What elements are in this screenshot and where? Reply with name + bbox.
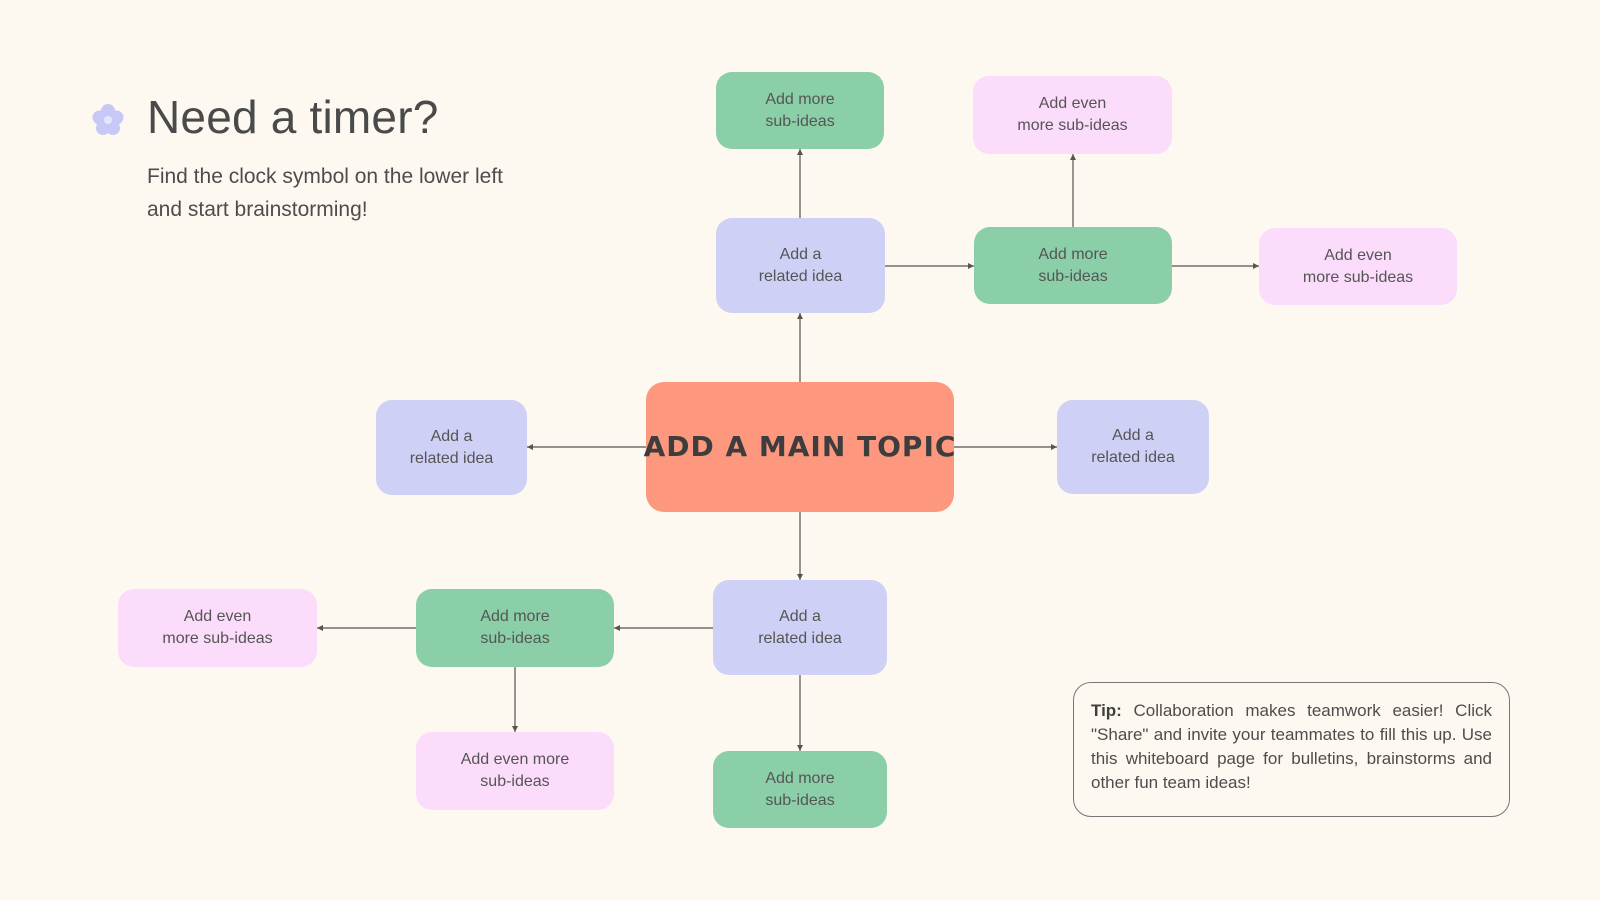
sub-idea-node[interactable]: Add more sub-ideas [713, 751, 887, 828]
node-label: related idea [758, 267, 843, 285]
tip-text: Collaboration makes teamwork easier! Cli… [1091, 701, 1492, 792]
node-label: more sub-ideas [162, 630, 273, 647]
sub-idea-node[interactable]: Add more sub-ideas [974, 227, 1172, 304]
node-label: Add even [183, 608, 252, 625]
tip-label: Tip: [1091, 701, 1122, 720]
node-label: Add more [1038, 245, 1108, 263]
flower-icon [92, 104, 124, 135]
node-label: sub-ideas [1038, 267, 1108, 285]
node-label: Add even [1038, 95, 1107, 112]
node-label: sub-ideas [765, 112, 835, 130]
node-label: Add more [765, 90, 835, 108]
even-more-idea-node[interactable]: Add even more sub-ideas [118, 589, 317, 667]
node-label: Add even [1324, 246, 1392, 264]
even-more-idea-node[interactable]: Add even more sub-ideas [416, 732, 614, 810]
node-label: Add a [430, 427, 473, 445]
node-label: related idea [758, 629, 842, 647]
node-label: Add even more [460, 751, 570, 768]
related-idea-node[interactable]: Add a related idea [1057, 400, 1209, 494]
tip-box: Tip: Collaboration makes teamwork easier… [1073, 682, 1510, 817]
subtitle-line: and start brainstorming! [147, 198, 368, 221]
node-label: sub-ideas [765, 791, 835, 809]
node-label: Add more [480, 608, 550, 625]
node-label: Add a [1112, 427, 1154, 444]
node-label: Add a [779, 607, 821, 625]
related-idea-node[interactable]: Add a related idea [716, 218, 885, 313]
related-idea-node[interactable]: Add a related idea [376, 400, 527, 495]
main-topic-label: ADD A MAIN TOPIC [643, 430, 957, 463]
node-label: more sub-ideas [1302, 268, 1414, 286]
node-label: related idea [409, 449, 494, 467]
sub-idea-node[interactable]: Add more sub-ideas [716, 72, 884, 149]
node-label: sub-ideas [480, 773, 550, 790]
related-idea-node[interactable]: Add a related idea [713, 580, 887, 675]
even-more-idea-node[interactable]: Add even more sub-ideas [1259, 228, 1457, 305]
node-label: sub-ideas [480, 630, 550, 647]
page-subtitle: Find the clock symbol on the lower left … [147, 160, 547, 226]
node-label: Add a [779, 245, 822, 263]
node-label: more sub-ideas [1017, 117, 1128, 134]
subtitle-line: Find the clock symbol on the lower left [147, 165, 503, 188]
even-more-idea-node[interactable]: Add even more sub-ideas [973, 76, 1172, 154]
node-label: Add more [765, 769, 835, 787]
sub-idea-node[interactable]: Add more sub-ideas [416, 589, 614, 667]
main-topic-node[interactable]: ADD A MAIN TOPIC [643, 382, 957, 512]
page-title: Need a timer? [147, 91, 439, 143]
node-label: related idea [1091, 449, 1175, 466]
